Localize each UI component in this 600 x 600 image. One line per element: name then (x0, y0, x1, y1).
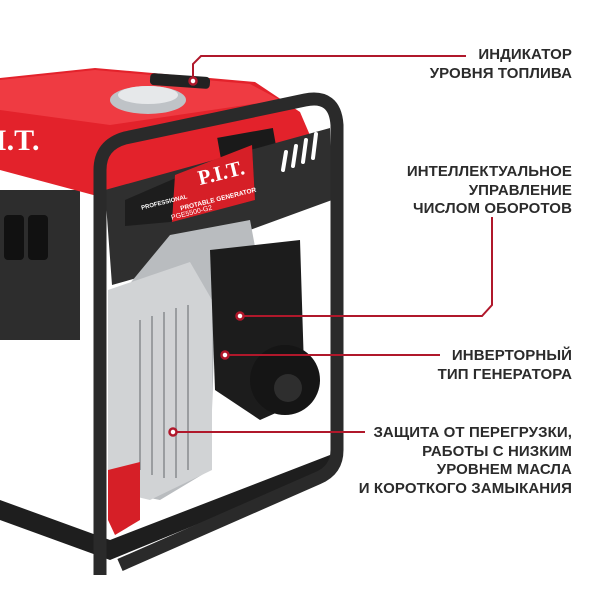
frame-tube (93, 92, 344, 575)
control-panel (0, 190, 80, 340)
callout-text: ТИП ГЕНЕРАТОРА (437, 365, 572, 383)
dot-inverter (220, 350, 230, 360)
callout-line-rpm (240, 217, 493, 317)
dot-rpm (235, 311, 245, 321)
generator-base (0, 455, 330, 560)
callout-fuel-indicator: ИНДИКАТОР УРОВНЯ ТОПЛИВА (430, 46, 572, 83)
vent-slots (281, 132, 318, 172)
callout-text: УРОВНЕМ МАСЛА (436, 461, 572, 478)
callout-protection: ЗАЩИТА ОТ ПЕРЕГРУЗКИ, РАБОТЫ С НИЗКИМ УР… (359, 424, 572, 498)
callout-line-fuel (192, 55, 466, 81)
callout-text: И КОРОТКОГО ЗАМЫКАНИЯ (358, 479, 572, 497)
socket-2 (28, 215, 48, 260)
callout-dots (168, 76, 245, 437)
callout-text: ИНДИКАТОР (478, 46, 572, 63)
callout-text: ИНТЕЛЛЕКТУАЛЬНОЕ (406, 163, 572, 180)
callout-text: УПРАВЛЕНИЕ (468, 181, 572, 199)
callout-text: ЗАЩИТА ОТ ПЕРЕГРУЗКИ, (373, 424, 572, 441)
callout-text: УРОВНЯ ТОПЛИВА (429, 64, 572, 82)
tank-logo: I.T. (0, 124, 39, 157)
callout-text: ИНВЕРТОРНЫЙ (451, 347, 572, 364)
callout-text: ЧИСЛОМ ОБОРОТОВ (412, 200, 572, 217)
callout-rpm-control: ИНТЕЛЛЕКТУАЛЬНОЕ УПРАВЛЕНИЕ ЧИСЛОМ ОБОРО… (407, 163, 572, 219)
engine-cover (108, 262, 212, 500)
cooling-fins (139, 305, 189, 478)
socket-1 (4, 215, 24, 260)
callout-text: РАБОТЫ С НИЗКИМ (422, 442, 572, 460)
brand-label-red (172, 145, 255, 222)
dot-protection (168, 427, 178, 437)
oil-cap-bracket (108, 462, 140, 535)
muffler-center (274, 374, 302, 402)
callout-inverter-type: ИНВЕРТОРНЫЙ ТИП ГЕНЕРАТОРА (438, 347, 572, 384)
fuel-cap-top (118, 86, 178, 104)
dot-fuel (188, 76, 198, 86)
callout-lines (173, 55, 493, 433)
